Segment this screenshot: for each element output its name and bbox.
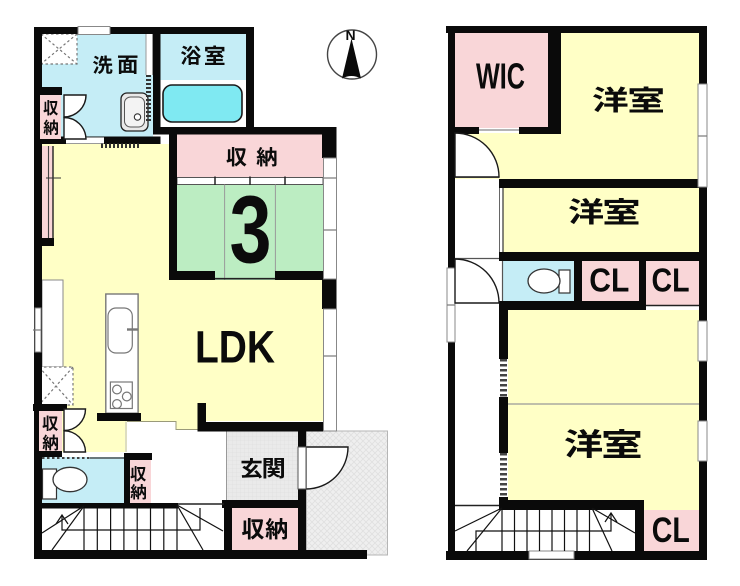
svg-text:N: N [345, 27, 355, 43]
svg-text:CL: CL [652, 511, 690, 550]
svg-text:LDK: LDK [195, 322, 275, 373]
svg-text:WIC: WIC [476, 56, 525, 97]
svg-text:3: 3 [230, 177, 272, 284]
svg-text:CL: CL [652, 262, 690, 299]
svg-text:CL: CL [589, 262, 629, 299]
